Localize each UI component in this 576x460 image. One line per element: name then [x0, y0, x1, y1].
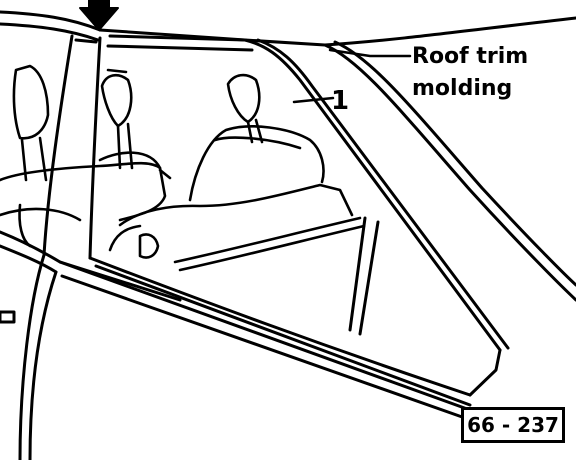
roof-trim-label-line1: Roof trim: [412, 44, 529, 69]
interior-seats: [0, 64, 366, 272]
window-frame: [88, 216, 502, 407]
roof-trim-label-line2: molding: [412, 76, 513, 101]
door-outline: [0, 230, 472, 460]
a-pillar: [42, 34, 102, 260]
roof-trim-molding: [106, 34, 576, 352]
part-number-label: 1: [331, 86, 350, 116]
roof-outline: [0, 10, 576, 47]
leader-lines: [292, 48, 412, 104]
figure-number-box: 66 - 237: [461, 407, 565, 443]
down-arrow-icon: [79, 0, 119, 31]
